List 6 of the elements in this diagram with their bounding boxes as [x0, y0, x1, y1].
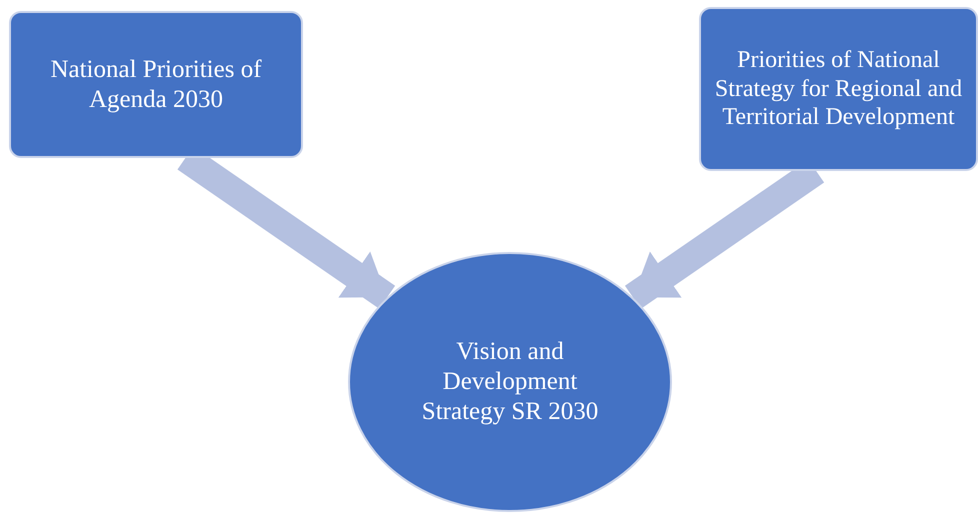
node-label: National Priorities of Agenda 2030 [49, 54, 263, 114]
process-box [699, 7, 978, 171]
process-ellipse [348, 252, 672, 512]
node-label: Vision and Development Strategy SR 2030 [420, 337, 600, 427]
process-box [9, 11, 303, 158]
node-label: Priorities of National Strategy for Regional and Territorial Development [714, 46, 964, 132]
